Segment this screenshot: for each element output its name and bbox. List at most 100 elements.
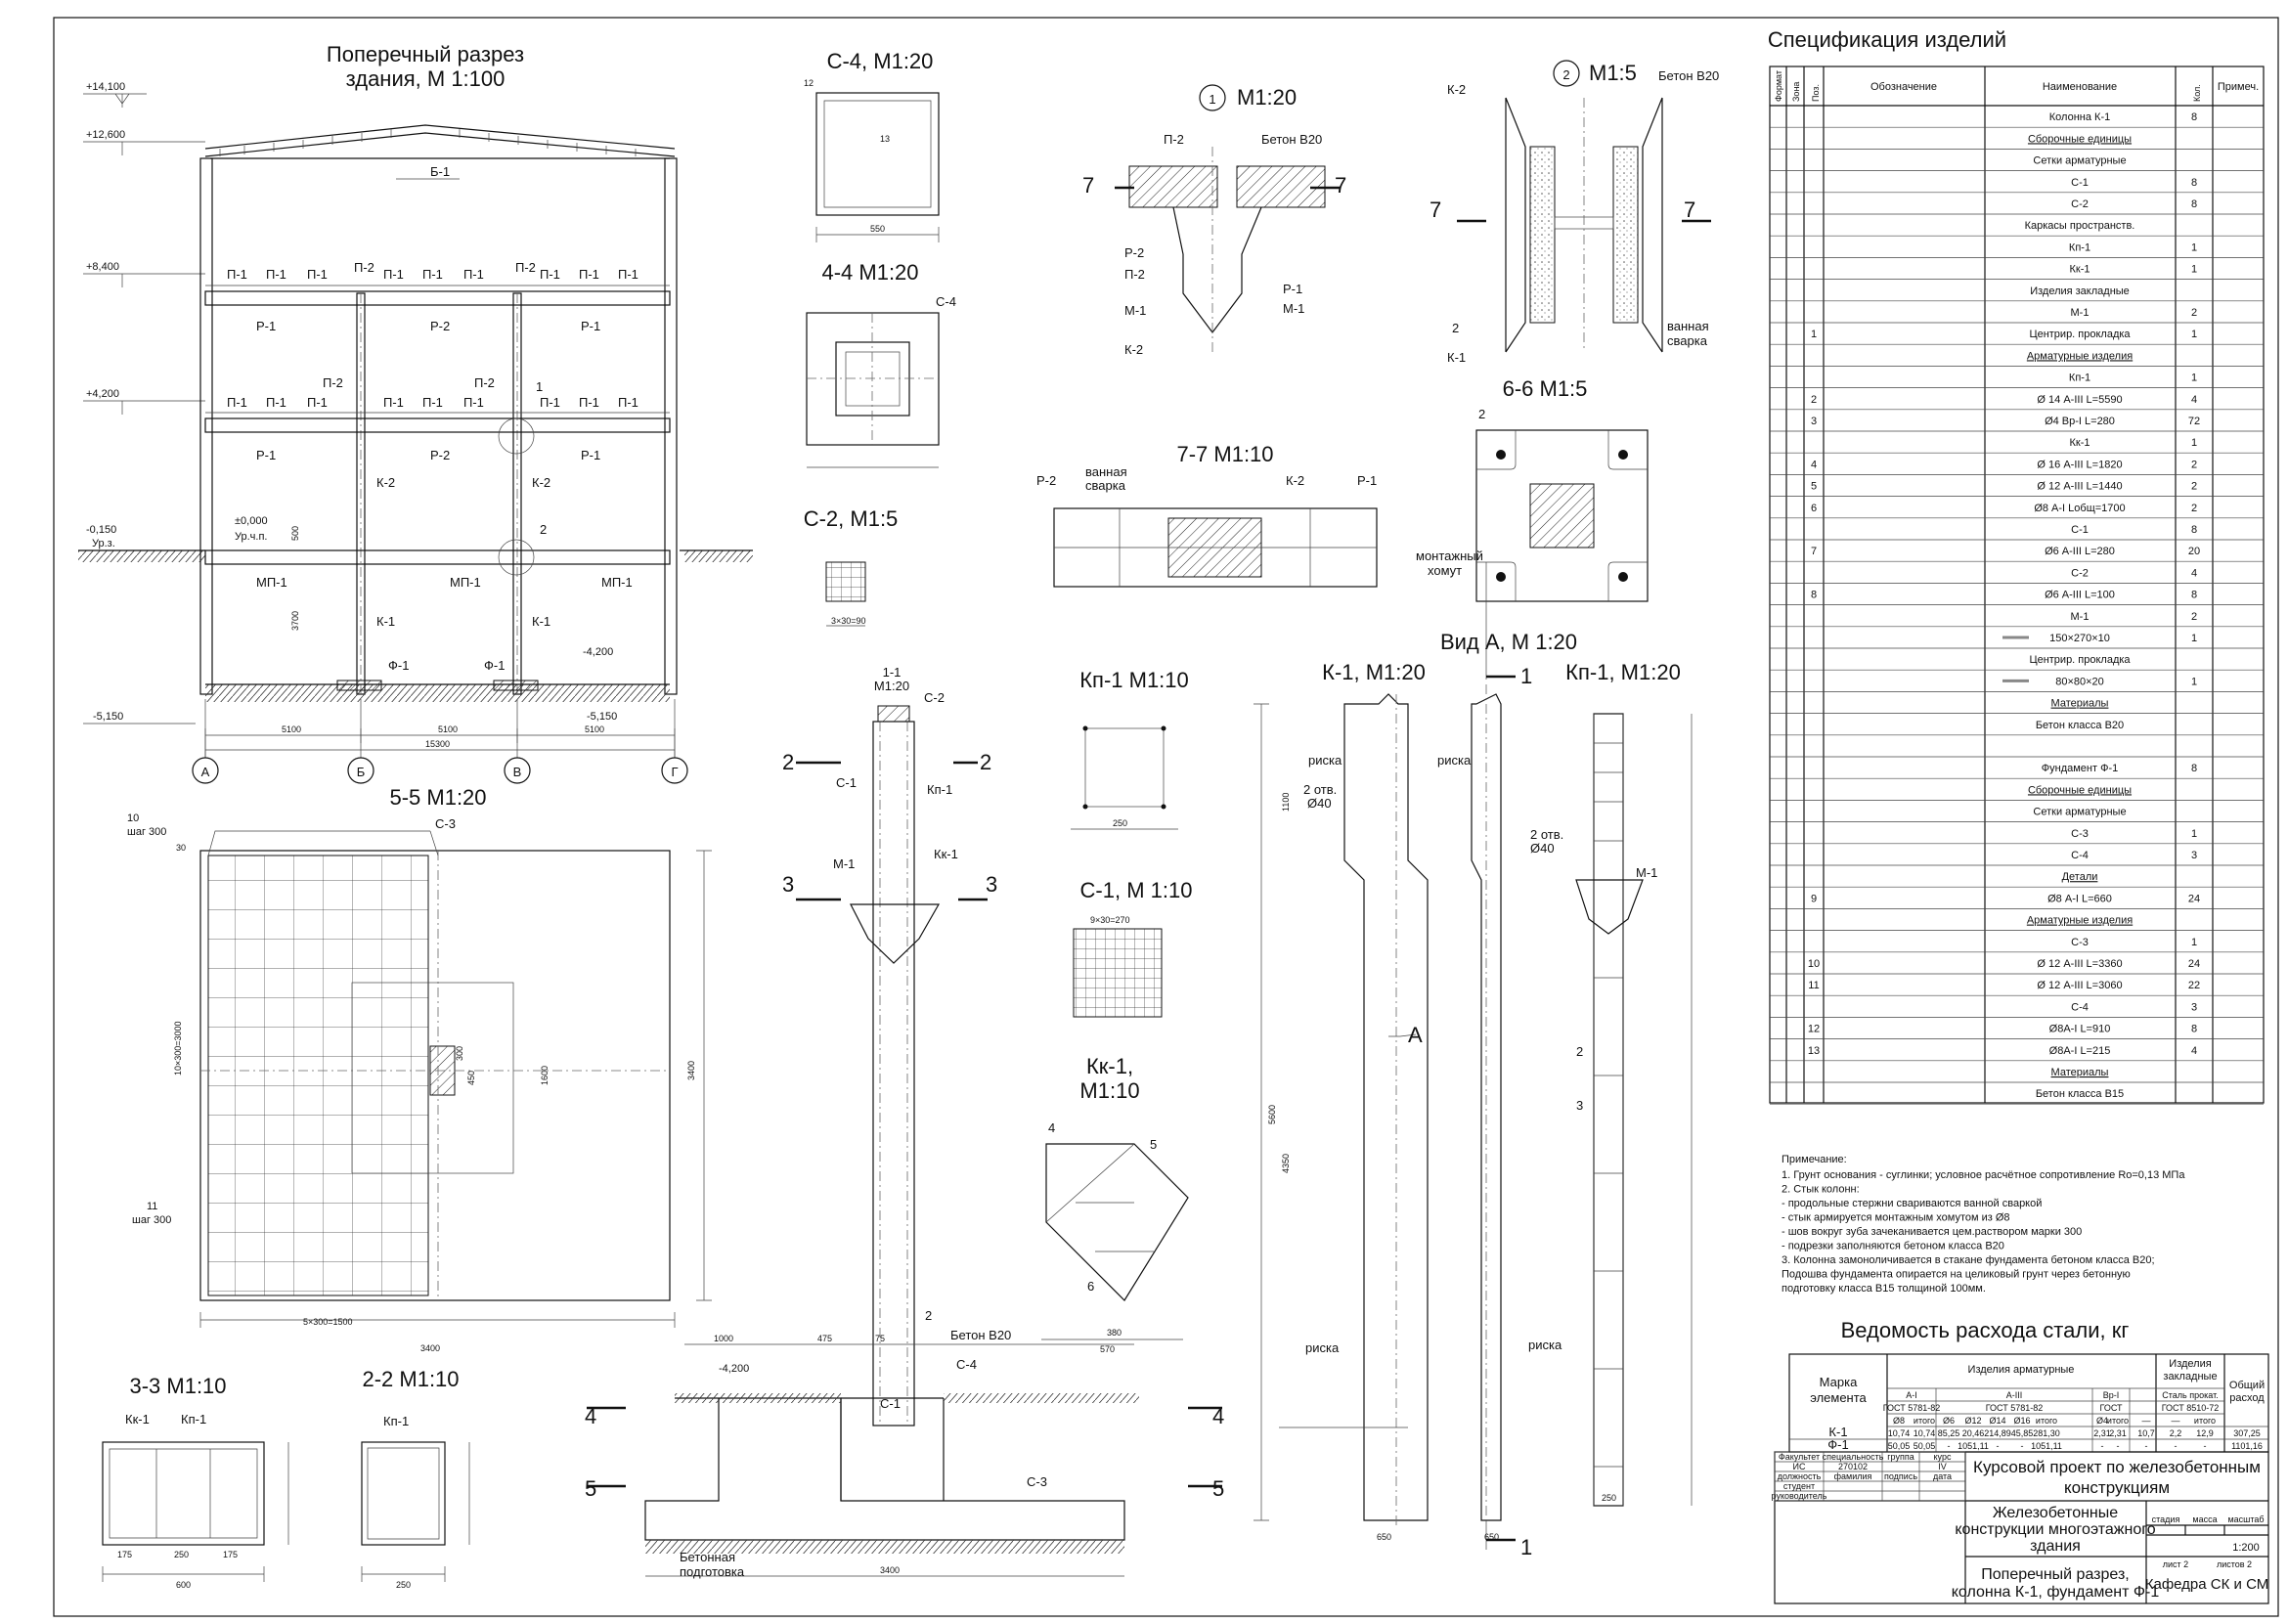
label-p1: П-1 bbox=[266, 267, 286, 282]
label-svarka: сварка bbox=[1667, 333, 1708, 348]
label-riska: риска bbox=[1437, 753, 1472, 768]
tb-cell: дата bbox=[1933, 1471, 1952, 1481]
steel-subheader: — bbox=[2142, 1416, 2151, 1426]
axis-bubbles: А Б В Г bbox=[192, 699, 688, 784]
spec-row-qty: 4 bbox=[2191, 1045, 2197, 1057]
tb-cell: руководитель bbox=[1772, 1491, 1827, 1501]
spec-h-qty: Кол. bbox=[2192, 84, 2202, 102]
label-d40: Ø40 bbox=[1307, 796, 1332, 811]
label-f1: Ф-1 bbox=[484, 658, 505, 673]
steel-subheader: итого bbox=[1914, 1416, 1935, 1426]
spec-row-pos: 13 bbox=[1808, 1045, 1820, 1057]
label-p1: П-1 bbox=[422, 395, 443, 410]
spec-row-pos: 4 bbox=[1811, 459, 1817, 470]
dim-75: 75 bbox=[875, 1334, 885, 1343]
label-beton: Бетон В20 bbox=[1658, 68, 1719, 83]
spec-row-name: 150×270×10 bbox=[2049, 633, 2110, 644]
level-mark: -4,200 bbox=[719, 1363, 749, 1375]
label-k2: К-2 bbox=[376, 475, 395, 490]
dim-5600: 5600 bbox=[1267, 1105, 1277, 1124]
dim-1100: 1100 bbox=[1281, 793, 1291, 812]
steel-row-value: - bbox=[1948, 1441, 1951, 1451]
spec-row-qty: 1 bbox=[2191, 264, 2197, 276]
notes-line: 3. Колонна замоноличивается в стакане фу… bbox=[1782, 1254, 2155, 1266]
steel-subheader: Ø12 bbox=[1964, 1416, 1981, 1426]
tb-cell: ИС bbox=[1793, 1462, 1806, 1471]
label-p2: П-2 bbox=[354, 260, 374, 275]
spec-row-name: С-4 bbox=[2071, 1001, 2089, 1013]
label-2: 2 bbox=[1576, 1044, 1583, 1059]
tb-sheets: листов 2 bbox=[2217, 1559, 2252, 1569]
label-2: 2 bbox=[925, 1308, 932, 1323]
label-p1: П-1 bbox=[227, 267, 247, 282]
label-f1: Ф-1 bbox=[388, 658, 409, 673]
steel-row-value: - bbox=[2117, 1441, 2120, 1451]
spec-h-pos: Поз. bbox=[1811, 84, 1821, 102]
tb-project-2: конструкциям bbox=[2064, 1478, 2170, 1497]
notes-line: - стык армируется монтажным хомутом из Ø… bbox=[1782, 1212, 2010, 1224]
cut-5: 5 bbox=[1212, 1476, 1224, 1501]
dim-shag: шаг 300 bbox=[127, 826, 166, 838]
cut-1: 1 bbox=[1520, 664, 1532, 688]
steel-row-mark: Ф-1 bbox=[1827, 1437, 1848, 1452]
notes-line: подготовку класса В15 толщиной 100мм. bbox=[1782, 1283, 1986, 1295]
spec-row-name: С-3 bbox=[2071, 828, 2089, 840]
spec-row-name: Арматурные изделия bbox=[2027, 350, 2133, 362]
sheet-frame bbox=[53, 17, 2279, 1617]
label-p2: П-2 bbox=[515, 260, 536, 275]
spec-row-qty: 8 bbox=[2191, 198, 2197, 210]
label-2: 2 bbox=[540, 522, 547, 537]
spec-row-name: Ø6 А-III L=280 bbox=[2045, 546, 2115, 557]
tb-work-2: конструкции многоэтажного bbox=[1955, 1521, 2155, 1538]
label-mp1: МП-1 bbox=[450, 575, 481, 590]
steel-title: Ведомость расхода стали, кг bbox=[1841, 1318, 2130, 1342]
spec-row-name: Центрир. прокладка bbox=[2029, 329, 2131, 340]
steel-h-vr: Вр-I bbox=[2103, 1390, 2120, 1400]
tb-mass: масса bbox=[2192, 1514, 2217, 1524]
spec-row-pos: 7 bbox=[1811, 546, 1817, 557]
label-4: 4 bbox=[1048, 1120, 1055, 1135]
steel-row-value: - bbox=[2204, 1441, 2207, 1451]
label-kp1: Кп-1 bbox=[927, 782, 952, 797]
label-p1: П-1 bbox=[422, 267, 443, 282]
steel-row-value: 50,05 bbox=[1914, 1441, 1936, 1451]
level-mark: +14,100 bbox=[86, 81, 125, 93]
view-c1-title: С-1, М 1:10 bbox=[1080, 878, 1193, 902]
level-mark: Ур.ч.п. bbox=[235, 531, 267, 543]
view-kp1-plan: Кп-1 М1:10 250 bbox=[1071, 668, 1189, 830]
tb-drawing-2: колонна К-1, фундамент Ф-1 bbox=[1952, 1584, 2160, 1601]
tb-cell: студент bbox=[1783, 1481, 1815, 1491]
spec-row-pos: 9 bbox=[1811, 893, 1817, 904]
notes-line: 2. Стык колонн: bbox=[1782, 1184, 1860, 1196]
spec-row-name: Ø 12 А-III L=3360 bbox=[2037, 958, 2122, 970]
tb-work-3: здания bbox=[2030, 1538, 2081, 1555]
label-p1: П-1 bbox=[579, 395, 599, 410]
steel-subheader: Ø4 bbox=[2096, 1416, 2108, 1426]
label-r1: Р-1 bbox=[256, 319, 276, 333]
label-riska: риска bbox=[1528, 1338, 1562, 1352]
spec-row-name: Колонна К-1 bbox=[2049, 111, 2110, 123]
dim: 250 bbox=[1113, 818, 1127, 828]
steel-row-value: 10,7 bbox=[2137, 1428, 2155, 1438]
spec-row-name: Ø4 Вр-I L=280 bbox=[2045, 416, 2115, 427]
steel-subheader: Ø8 bbox=[1893, 1416, 1905, 1426]
view-7-7: 7-7 М1:10 Р-2 ванная сварка К-2 Р-1 bbox=[1036, 442, 1378, 588]
label-p1: П-1 bbox=[383, 395, 404, 410]
spec-row-name: Материалы bbox=[2051, 698, 2109, 710]
cross-section-title-1: Поперечный разрез bbox=[327, 42, 524, 66]
view-1-1-title-1: 1-1 bbox=[883, 665, 902, 680]
spec-row-qty: 20 bbox=[2188, 546, 2200, 557]
tb-work-1: Железобетонные bbox=[1993, 1505, 2118, 1521]
cut-3: 3 bbox=[782, 872, 794, 897]
label-6: 6 bbox=[1087, 1279, 1094, 1294]
axis-a: А bbox=[201, 765, 210, 779]
spec-row-pos: 5 bbox=[1811, 481, 1817, 493]
tb-scale: масштаб bbox=[2227, 1514, 2264, 1524]
spec-row-qty: 3 bbox=[2191, 1001, 2197, 1013]
steel-row-value: 10,74 bbox=[1914, 1428, 1936, 1438]
label-5: 5 bbox=[1150, 1137, 1157, 1152]
spec-row-pos: 2 bbox=[1811, 394, 1817, 406]
steel-row-value: 10,74 bbox=[1888, 1428, 1911, 1438]
steel-row-value: 2,31 bbox=[2093, 1428, 2111, 1438]
